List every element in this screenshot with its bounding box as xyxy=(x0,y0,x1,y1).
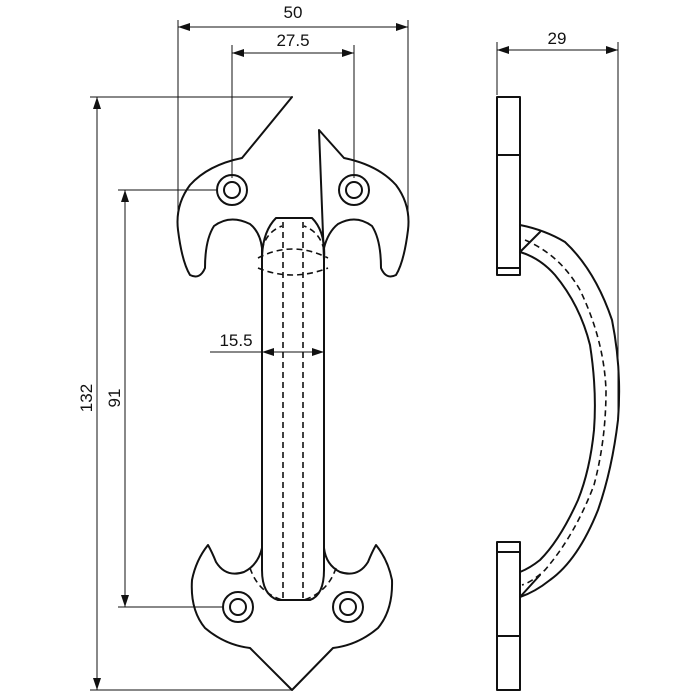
dim-label-overall-height: 132 xyxy=(77,384,96,412)
bottom-backplate-outline xyxy=(190,544,394,691)
grip-top-outline xyxy=(261,217,326,261)
side-top-plate xyxy=(496,96,521,276)
screw-hole-bottom-right xyxy=(332,591,364,623)
dimension-overall-width: 50 xyxy=(177,3,409,215)
hidden-top-curves xyxy=(261,225,325,251)
front-view xyxy=(176,96,410,691)
dim-label-hole-spacing-horizontal: 27.5 xyxy=(276,31,309,50)
dim-label-projection-depth: 29 xyxy=(548,29,567,48)
screw-hole-bottom-left xyxy=(222,591,254,623)
dim-label-grip-width: 15.5 xyxy=(219,331,252,350)
side-view xyxy=(496,96,621,691)
side-handle-inner xyxy=(519,251,596,573)
grip-bottom-outline xyxy=(261,569,325,601)
dim-label-hole-spacing-vertical: 91 xyxy=(105,389,124,408)
dim-label-overall-width: 50 xyxy=(284,3,303,22)
dimension-hole-spacing-vertical: 91 xyxy=(105,189,222,608)
top-backplate-outline xyxy=(176,96,410,278)
dimension-projection-depth: 29 xyxy=(496,29,619,420)
side-handle-outer xyxy=(519,224,621,598)
hidden-top-band xyxy=(257,248,329,276)
screw-hole-top-right xyxy=(338,174,370,206)
dimension-hole-spacing-horizontal: 27.5 xyxy=(231,31,355,178)
dimension-overall-height: 132 xyxy=(77,96,292,691)
dimension-grip-width: 15.5 xyxy=(210,331,324,365)
side-hidden-line xyxy=(521,239,607,586)
side-bottom-plate xyxy=(496,541,521,691)
hidden-bottom-curves xyxy=(249,567,337,601)
screw-hole-top-left xyxy=(216,174,248,206)
